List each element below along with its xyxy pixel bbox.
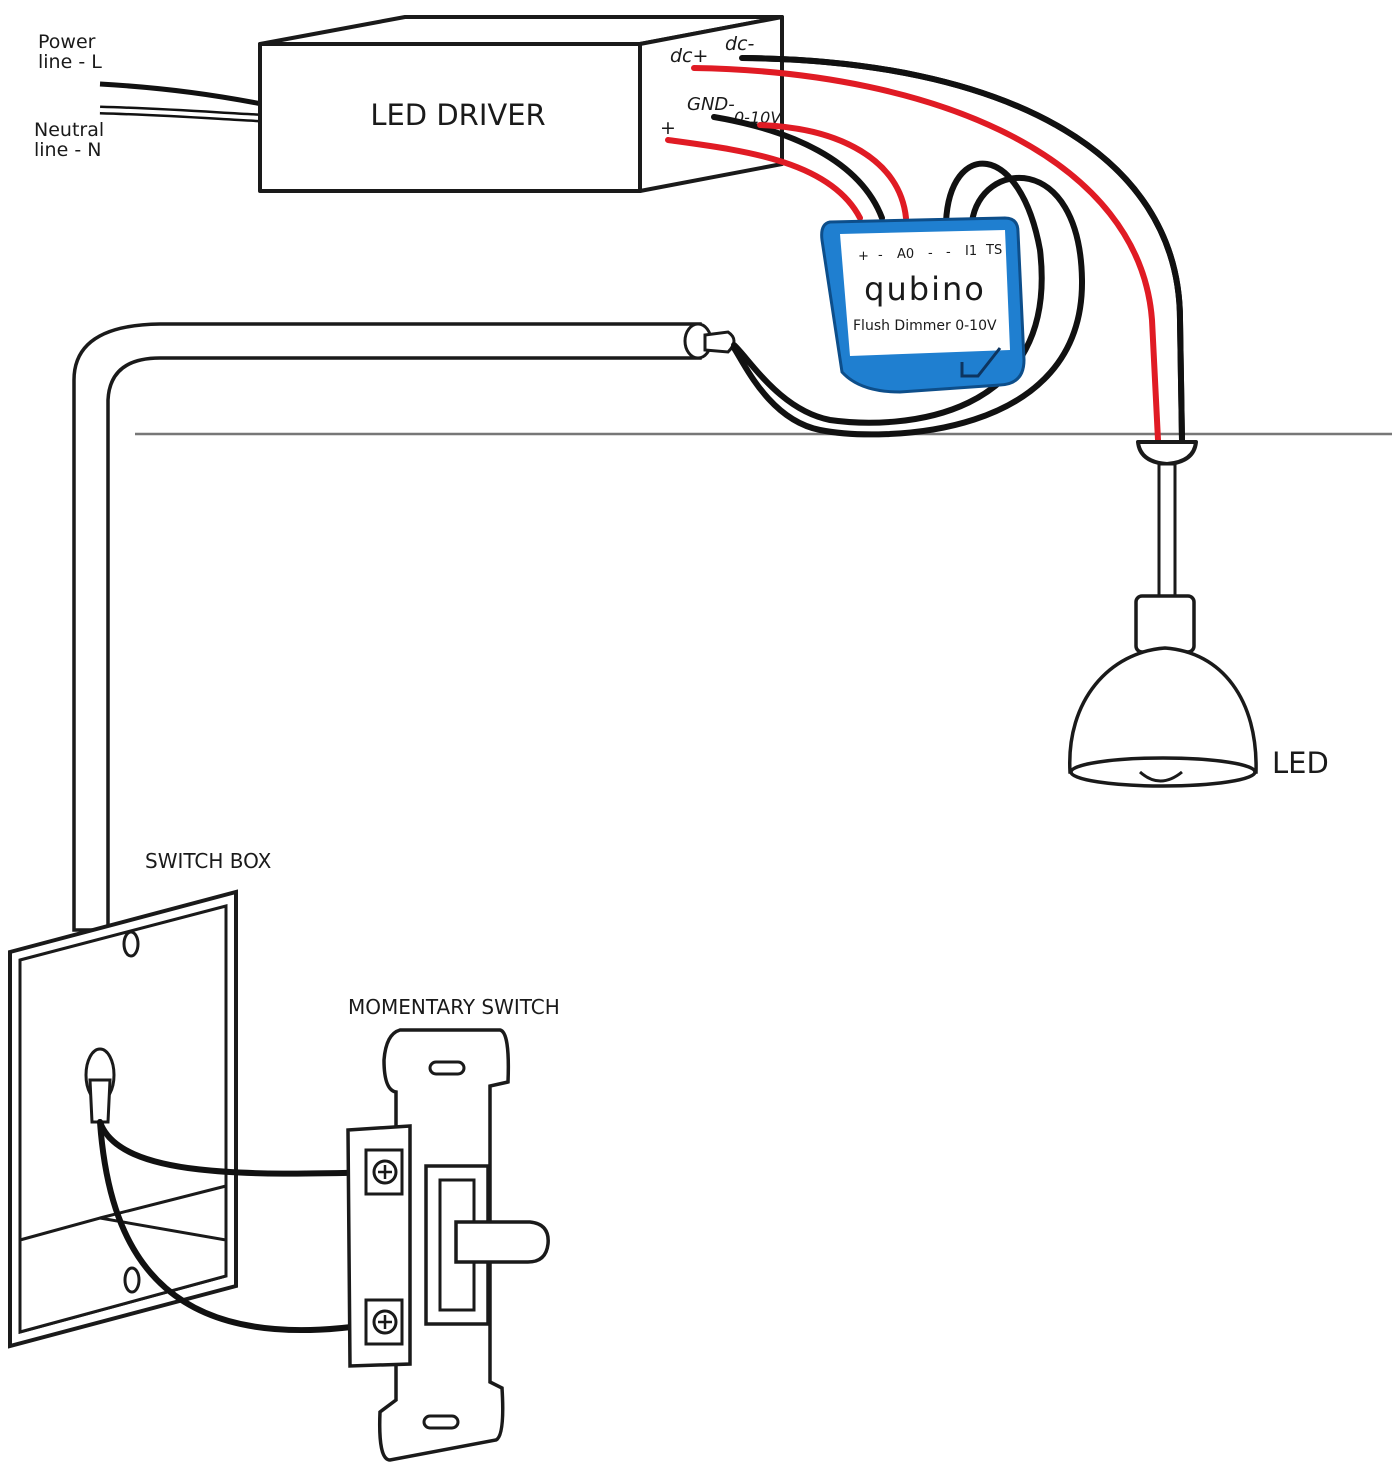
module-terminal-label: - [946, 245, 951, 260]
terminal-screw-top-slot [378, 1165, 392, 1179]
neutral-line-label-2: line - N [34, 139, 101, 161]
lamp-bulb [1138, 770, 1183, 783]
terminal-plus: + [660, 117, 676, 139]
terminal-gnd-minus: GND- [687, 94, 735, 115]
switch-box-floor [18, 1216, 228, 1334]
lamp-socket [1134, 594, 1196, 654]
plus-wire [665, 137, 863, 221]
switch-wire-top [97, 1119, 388, 1177]
switch-box-screw-hole-bottom [123, 1266, 141, 1294]
switch-box-edge [99, 1184, 227, 1220]
terminal-screw-bottom-slot [378, 1315, 392, 1329]
momentary-switch: MOMENTARY SWITCH [346, 995, 560, 1462]
module-model: Flush Dimmer 0-10V [853, 318, 997, 334]
switch-toggle[interactable] [454, 1220, 550, 1264]
switch-box-cable-sleeve [88, 1078, 112, 1124]
strap-slot-top [428, 1060, 466, 1076]
module-terminal-label: - [928, 246, 933, 261]
module-terminal-labels: + - A0 - - I1 TS [858, 243, 1002, 264]
dc-plus-wire [691, 65, 1161, 443]
momentary-switch-label: MOMENTARY SWITCH [348, 995, 560, 1019]
0-10v-wire [757, 122, 909, 221]
ts-wire [731, 174, 1086, 438]
dc-minus-wire [741, 55, 1185, 441]
qubino-module: + - A0 - - I1 TS qubino Flush Dimmer 0-1… [820, 216, 1026, 394]
switch-wire-bottom [97, 1119, 388, 1334]
neutral-line-label-1: Neutral [34, 119, 104, 141]
module-brand: qubino [864, 270, 986, 308]
module-terminal-label: + [858, 249, 869, 264]
strap-slot-bottom [422, 1414, 460, 1430]
gnd-wire [711, 114, 885, 221]
terminal-dc-minus: dc- [725, 33, 755, 55]
led-driver-front [258, 42, 642, 193]
led-lamp: LED [1068, 440, 1329, 788]
lamp-shade [1068, 646, 1258, 774]
power-line-label-2: line - L [38, 51, 102, 73]
led-driver: LED DRIVER dc+ dc- GND- 0-10V + [258, 15, 784, 193]
lamp-cord [1157, 462, 1177, 598]
led-driver-title: LED DRIVER [370, 98, 545, 132]
neutral-line-wire [99, 108, 263, 120]
power-line-wire [99, 81, 263, 107]
module-terminal-label: TS [985, 243, 1002, 258]
conduit-sleeve [703, 330, 736, 354]
lamp-canopy [1136, 440, 1198, 466]
terminal-dc-plus: dc+ [670, 45, 708, 67]
lamp-label: LED [1272, 746, 1329, 780]
conduit-pipe [72, 322, 702, 932]
conduit [72, 322, 736, 932]
module-terminal-label: - [878, 248, 883, 263]
power-line-label-1: Power [38, 31, 96, 53]
module-label-plate [840, 230, 1010, 356]
switch-box-label: SWITCH BOX [145, 849, 272, 873]
module-check-mark [960, 347, 1002, 378]
module-terminal-label: A0 [897, 247, 914, 262]
module-terminal-label: I1 [965, 244, 977, 259]
switch-box-screw-hole-top [122, 930, 140, 958]
switch-box: SWITCH BOX [8, 849, 272, 1349]
mains-wires [99, 81, 263, 123]
